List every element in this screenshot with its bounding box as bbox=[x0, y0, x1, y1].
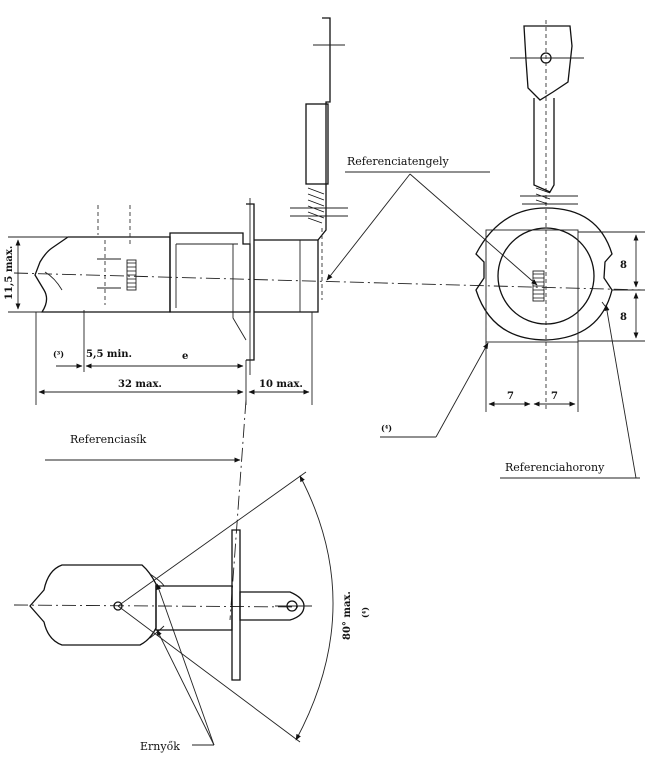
label-reference-groove: Referenciahorony bbox=[505, 461, 605, 474]
dim-e: e bbox=[182, 351, 188, 362]
note-3: (³) bbox=[53, 349, 64, 359]
end-view-dimensions: 8 8 7 7 bbox=[485, 231, 645, 412]
reference-axis-line bbox=[13, 272, 643, 291]
label-reference-axis: Referenciatengely bbox=[347, 155, 450, 168]
bulb-outline bbox=[34, 236, 171, 313]
bottom-filament-center bbox=[113, 601, 123, 611]
note-4-angle: (⁴) bbox=[360, 607, 370, 618]
dim-5-5-min: 5,5 min. bbox=[86, 349, 132, 360]
dim-8-top: 8 bbox=[620, 260, 627, 271]
shield-lower bbox=[149, 625, 165, 639]
side-view-dimensions: 11,5 max. (³) 5,5 min. e 32 max. 10 max. bbox=[4, 236, 313, 405]
side-view bbox=[13, 17, 643, 375]
cap-body bbox=[169, 232, 251, 313]
bottom-bulb-outline bbox=[29, 564, 157, 646]
insulation-sleeve bbox=[305, 103, 329, 185]
labels: Referenciatengely (⁴) Referenciahorony R… bbox=[45, 155, 640, 753]
bottom-cap-body bbox=[155, 585, 233, 631]
cap-shaft bbox=[254, 239, 319, 313]
dim-8-bottom: 8 bbox=[620, 312, 627, 323]
angle-arc bbox=[295, 475, 334, 741]
connector-tab bbox=[523, 25, 573, 101]
dim-80-deg-max: 80° max. bbox=[342, 591, 353, 640]
cone-line-lower bbox=[117, 605, 301, 743]
end-view bbox=[475, 20, 613, 410]
lead-wire bbox=[317, 17, 331, 241]
label-reference-plane: Referenciasík bbox=[70, 433, 147, 446]
dim-height-max: 11,5 max. bbox=[4, 246, 15, 300]
dim-32-max: 32 max. bbox=[118, 379, 162, 390]
connector-stem bbox=[533, 98, 555, 193]
inner-circle bbox=[497, 227, 595, 325]
note-4: (⁴) bbox=[381, 423, 392, 433]
dim-7-left: 7 bbox=[507, 391, 514, 402]
bottom-axis-line bbox=[13, 604, 301, 608]
dim-7-right: 7 bbox=[551, 391, 558, 402]
bottom-flange bbox=[231, 529, 241, 681]
shield-upper bbox=[149, 573, 165, 587]
label-shields: Ernyők bbox=[140, 740, 180, 753]
bottom-view: 80° max. (⁴) bbox=[13, 471, 370, 743]
cone-line-upper bbox=[117, 471, 307, 607]
dim-10-max: 10 max. bbox=[259, 379, 303, 390]
